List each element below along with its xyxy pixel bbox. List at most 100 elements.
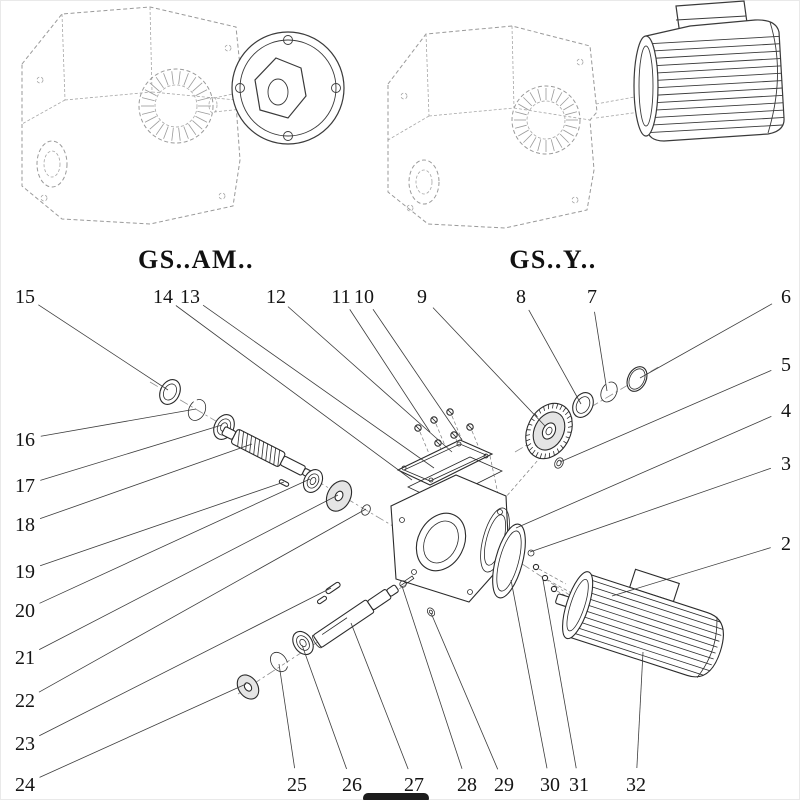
partial-footer-mark [363,793,429,800]
callout-12: 12 [266,286,286,308]
motor-flange [633,35,659,137]
flange-drawing [231,31,345,145]
part-output-shaft [312,584,399,649]
leader-line-28 [401,585,463,769]
leader-line-17 [40,424,223,481]
leader-line-21 [39,494,339,651]
callout-3: 3 [781,453,791,475]
part-small-washer [426,607,436,617]
callout-19: 19 [15,561,35,583]
leader-line-24 [39,683,247,778]
leader-line-13 [202,304,435,469]
gearbox-am-drawing [21,6,253,225]
leader-line-4 [515,416,772,529]
callout-30: 30 [540,774,560,796]
leader-line-22 [38,508,367,693]
input-boss-circle [138,68,214,144]
motor-body [645,19,785,142]
callout-24: 24 [15,774,35,796]
callout-13: 13 [180,286,200,308]
part-worm-bearing [302,469,324,493]
boss-hatch-right [514,88,578,152]
part-circlip-input [187,394,207,421]
callout-4: 4 [781,400,791,422]
leader-line-29 [430,612,499,770]
label-gs-y: GS..Y.. [509,245,597,274]
callout-21: 21 [15,647,35,669]
callout-16: 16 [15,429,35,451]
leader-line-31 [542,579,577,769]
callout-27: 27 [404,774,424,796]
part-housing [390,455,510,603]
leader-line-25 [278,663,296,769]
leader-line-26 [301,644,347,770]
callout-11: 11 [331,286,350,308]
callout-22: 22 [15,690,35,712]
leader-line-6 [639,303,773,379]
callout-26: 26 [342,774,362,796]
callout-2: 2 [781,533,791,555]
leader-line-10 [372,309,463,441]
callout-18: 18 [15,514,35,536]
callout-17: 17 [15,475,35,497]
leader-line-16 [40,408,197,437]
part-gear-ring [626,366,648,392]
cover-screws [414,408,483,472]
callout-6: 6 [781,286,791,308]
part-worm-shaft [221,426,316,480]
part-plug [554,457,564,469]
part-shaft-pin [316,595,328,605]
callout-7: 7 [587,286,597,308]
part-small-ring [361,504,371,516]
leader-line-12 [287,306,453,453]
leader-line-3 [529,467,772,553]
callout-9: 9 [417,286,427,308]
motor-fins [646,35,785,134]
leader-line-32 [636,651,644,769]
callout-32: 32 [626,774,646,796]
flange-hub [254,57,307,119]
boss-hatch-left [141,71,211,141]
leader-line-11 [349,309,431,433]
part-output-circlip [270,651,293,673]
leader-line-30 [510,579,548,769]
part-output-flange-ring [492,523,526,599]
callout-8: 8 [516,286,526,308]
callout-23: 23 [15,733,35,755]
callout-5: 5 [781,354,791,376]
leader-line-19 [40,481,285,567]
leader-line-5 [559,369,772,463]
part-shaft-key [325,581,341,595]
callout-31: 31 [569,774,589,796]
leader-line-8 [528,309,582,405]
callout-14: 14 [153,286,173,308]
input-boss-circle-y [511,85,581,155]
callout-10: 10 [354,286,374,308]
leader-line-15 [38,304,169,391]
motor-drawing [633,0,785,142]
motor-fins-exploded [572,579,726,678]
label-gs-am: GS..AM.. [138,245,254,274]
part-shim-disc [325,480,353,512]
part-small-plug [527,549,535,557]
leader-line-23 [39,587,332,737]
leader-line-14 [175,305,413,481]
motor-body-exploded [568,573,724,678]
leader-line-27 [350,622,409,770]
part-output-bearing [292,630,314,656]
exploded-view [149,365,726,700]
gearbox-y-drawing [387,25,641,229]
part-gear-circlip [600,378,618,403]
callout-20: 20 [15,600,35,622]
callout-29: 29 [494,774,514,796]
callout-28: 28 [457,774,477,796]
callout-25: 25 [287,774,307,796]
leader-line-20 [39,478,311,604]
leader-line-18 [39,443,253,520]
callout-15: 15 [15,286,35,308]
leader-line-9 [432,307,546,427]
part-oil-seal [159,379,181,405]
leader-line-7 [594,311,608,392]
